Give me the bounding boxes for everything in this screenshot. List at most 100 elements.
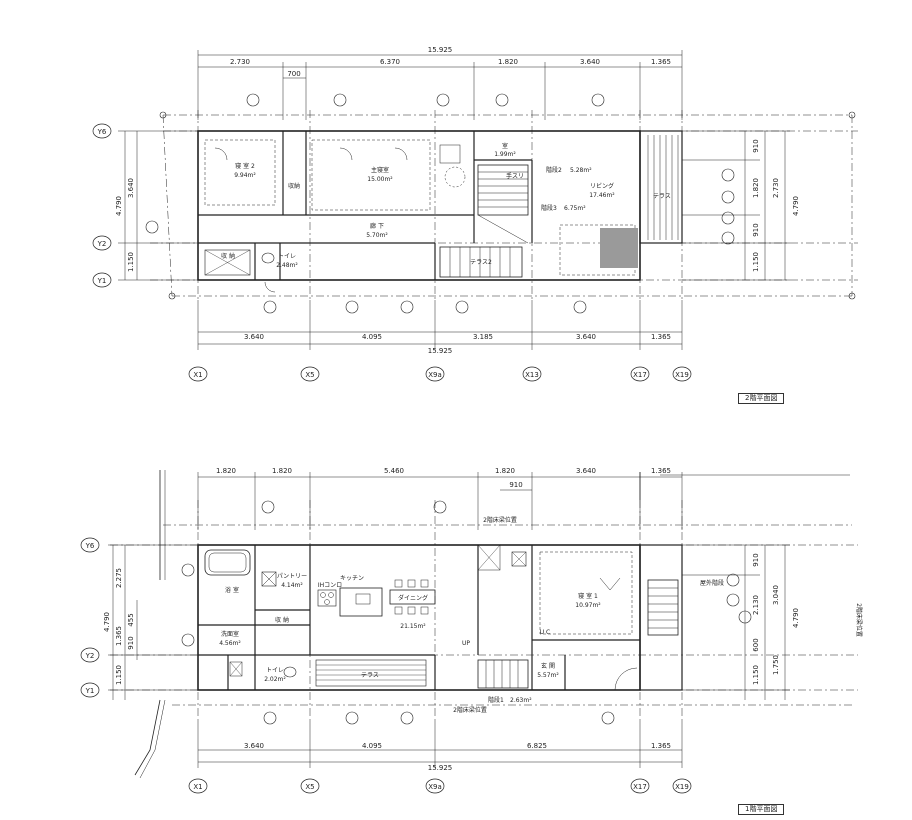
dim-2f-right-4: 1.150	[752, 252, 760, 272]
dim-1f-bottom-4: 1.365	[651, 742, 671, 750]
row-label-y6-1f: Y6	[85, 542, 95, 550]
axis-label-x9a-1f: X9a	[428, 783, 442, 791]
room-toilet-1f-area: 2.02m²	[264, 676, 286, 683]
dim-1f-left-1: 4.790	[103, 612, 111, 632]
room-stair2-area: 5.28m²	[570, 167, 592, 174]
room-main-area: 15.00m²	[367, 176, 393, 183]
room-small-area: 1.99m²	[494, 151, 516, 158]
room-toilet-2f: トイレ	[278, 253, 296, 260]
room-terrace2: テラス2	[470, 259, 492, 266]
room-small: 室	[502, 142, 508, 150]
row-label-y2-1f: Y2	[85, 652, 95, 660]
plan-1f-text: 1.820 1.820 5.460 1.820 3.640 1.365 910 …	[103, 467, 863, 772]
dim-2f-top-2: 6.370	[380, 58, 400, 66]
room-entry: 玄 関	[541, 662, 555, 670]
dim-1f-right-5: 3.040	[772, 585, 780, 605]
dim-1f-top-3: 5.460	[384, 467, 404, 475]
room-terrace-1f: テラス	[361, 672, 379, 679]
row-label-y2-2f: Y2	[97, 240, 107, 248]
dim-2f-bottom-4: 3.640	[576, 333, 596, 341]
dim-2f-top-4: 3.640	[580, 58, 600, 66]
room-pantry-area: 4.14m²	[281, 582, 303, 589]
room-bed1: 寝 室 1	[578, 592, 598, 600]
dim-1f-top-sub: 910	[509, 481, 522, 489]
dim-2f-left-3: 1.150	[127, 252, 135, 272]
dim-2f-top-1: 2.730	[230, 58, 250, 66]
row-label-y1-2f: Y1	[97, 277, 107, 285]
dim-2f-left-1: 4.790	[115, 196, 123, 216]
room-bed1-area: 10.97m²	[575, 602, 601, 609]
dim-2f-right-2: 1.820	[752, 178, 760, 198]
dim-1f-right-6: 1.750	[772, 655, 780, 675]
room-wash: 洗面室	[221, 630, 239, 638]
axis-label-x17-1f: X17	[633, 783, 647, 791]
dim-2f-left-2: 3.640	[127, 178, 135, 198]
room-pantry: パントリー	[277, 573, 307, 580]
dim-2f-bottom-2: 4.095	[362, 333, 382, 341]
room-storage-1f: 収 納	[275, 616, 289, 624]
dim-1f-right-1: 910	[752, 553, 760, 566]
room-dining-area: 21.15m²	[400, 623, 426, 630]
label-up: UP	[462, 640, 470, 647]
dim-1f-left-4: 910	[127, 636, 135, 649]
dim-1f-right-2: 2.130	[752, 595, 760, 615]
dim-2f-total-top: 15.925	[428, 46, 453, 54]
axis-label-x13-2f: X13	[525, 371, 539, 379]
room-hall: 廊 下	[370, 222, 384, 230]
axis-label-x5-2f: X5	[305, 371, 314, 379]
axis-label-x5-1f: X5	[305, 783, 314, 791]
label-eaves-top: 2階床梁位置	[483, 516, 517, 524]
dim-1f-left-3: 1.365	[115, 626, 123, 646]
axis-label-x1-1f: X1	[193, 783, 202, 791]
plan-2f-title: 2階平面図	[738, 393, 785, 404]
dim-2f-bottom-3: 3.185	[473, 333, 493, 341]
room-bed2-area: 9.94m²	[234, 172, 256, 179]
label-side-note: 2階床梁位置	[855, 603, 863, 637]
plan-1f-title: 1階平面図	[738, 804, 785, 815]
grid-bubble-labels: Y6 Y2 Y1 X1 X5 X9a X13 X17 X19 Y6 Y2 Y1 …	[85, 128, 689, 791]
axis-label-x19-2f: X19	[675, 371, 689, 379]
grid-bubbles	[80, 123, 692, 794]
room-entry-area: 5.57m²	[537, 672, 559, 679]
room-kitchen: キッチン	[340, 575, 364, 582]
dim-1f-bottom-3: 6.825	[527, 742, 547, 750]
dim-1f-right-4: 1.150	[752, 665, 760, 685]
dim-2f-right-1: 910	[752, 139, 760, 152]
room-stair3: 階段3	[541, 204, 557, 212]
label-uc: U C	[540, 629, 551, 636]
dim-2f-total-bottom: 15.925	[428, 347, 453, 355]
plan-2f	[118, 50, 858, 350]
dim-2f-top-sub: 700	[287, 70, 300, 78]
room-closet: 収納	[288, 182, 300, 190]
dim-1f-top-6: 1.365	[651, 467, 671, 475]
room-stair1-area: 2.63m²	[510, 697, 532, 704]
dim-1f-left-5: 455	[127, 613, 135, 626]
label-outer-stair: 屋外階段	[700, 579, 724, 587]
dim-1f-right-3: 600	[752, 638, 760, 651]
label-ih: IHコンロ	[318, 582, 342, 589]
dim-1f-left-6: 1.150	[115, 665, 123, 685]
dim-2f-right-6: 4.790	[792, 196, 800, 216]
room-terrace-2f: テラス	[653, 193, 671, 200]
room-stair1: 階段1	[488, 696, 504, 704]
room-living-area: 17.46m²	[589, 192, 615, 199]
dim-1f-top-2: 1.820	[272, 467, 292, 475]
room-bed2: 寝 室 2	[235, 162, 255, 170]
room-storage-2f: 収 納	[221, 252, 235, 260]
room-hall-area: 5.70m²	[366, 232, 388, 239]
room-wash-area: 4.56m²	[219, 640, 241, 647]
dim-1f-bottom-2: 4.095	[362, 742, 382, 750]
dim-2f-bottom-1: 3.640	[244, 333, 264, 341]
row-label-y1-1f: Y1	[85, 687, 95, 695]
row-label-y6-2f: Y6	[97, 128, 107, 136]
dim-2f-right-3: 910	[752, 223, 760, 236]
label-eaves-bottom: 2階床梁位置	[453, 706, 487, 714]
axis-label-x19-1f: X19	[675, 783, 689, 791]
plan-1f	[108, 470, 858, 779]
dim-1f-top-1: 1.820	[216, 467, 236, 475]
room-stair2: 階段2	[546, 166, 562, 174]
room-toilet-2f-area: 2.48m²	[276, 262, 298, 269]
axis-label-x17-2f: X17	[633, 371, 647, 379]
dim-1f-total: 15.925	[428, 764, 453, 772]
